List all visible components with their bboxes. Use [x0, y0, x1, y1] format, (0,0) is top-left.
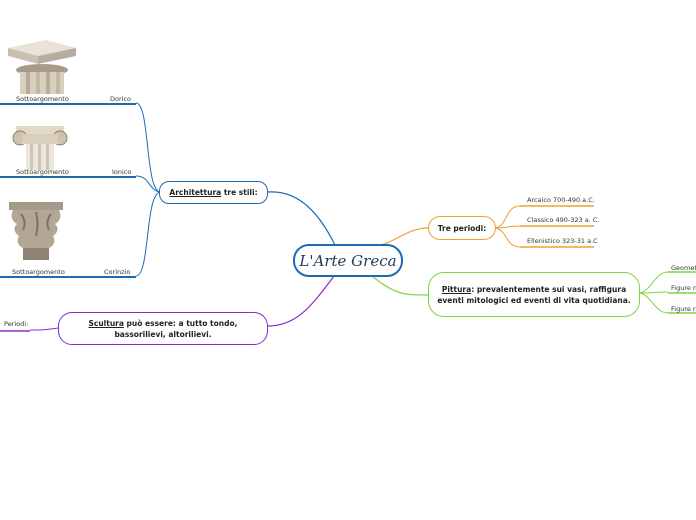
- doric-column-image: [8, 40, 76, 94]
- connector-dorico: [135, 102, 161, 193]
- node-architettura[interactable]: Architettura tre stili:: [159, 181, 268, 204]
- scultura-keyword: Scultura: [88, 318, 124, 328]
- pittura-item-geometrico[interactable]: Geometr: [671, 264, 696, 272]
- periodo-arcaico[interactable]: Arcaico 700-490 a.C.: [527, 196, 595, 204]
- architettura-text: tre stili:: [221, 188, 258, 197]
- sottoargomento-dorico[interactable]: Sottoargomento: [16, 95, 69, 103]
- connector-pittura: [371, 275, 429, 296]
- node-pittura[interactable]: Pittura: prevalentemente sui vasi, raffi…: [428, 272, 640, 317]
- sottoargomento-ionico[interactable]: Sottoargomento: [16, 168, 69, 176]
- connector-periodo-1: [494, 205, 521, 229]
- connector-scultura: [267, 274, 336, 327]
- node-scultura[interactable]: Scultura può essere: a tutto tondo, bass…: [58, 312, 268, 345]
- style-corinzio[interactable]: Corinzio: [104, 268, 131, 276]
- connector-corinzio: [135, 191, 161, 277]
- node-central[interactable]: L'Arte Greca: [293, 244, 403, 277]
- ionic-column-image: [12, 126, 68, 170]
- pittura-keyword: Pittura: [441, 284, 472, 294]
- sottoargomento-corinzio[interactable]: Sottoargomento: [12, 268, 65, 276]
- connector-periodo-2: [494, 225, 521, 229]
- style-ionico[interactable]: Ionico: [112, 168, 132, 176]
- connector-pittura-3: [639, 292, 669, 314]
- pittura-text: : prevalentemente sui vasi, raffigura ev…: [437, 284, 631, 305]
- scultura-periodi[interactable]: Periodi:: [4, 320, 29, 328]
- pittura-item-figure-nere[interactable]: Figure ne: [671, 284, 696, 292]
- periodo-classico[interactable]: Classico 490-323 a. C.: [527, 216, 600, 224]
- connector-pittura-1: [639, 271, 669, 294]
- connector-ionico: [135, 175, 161, 193]
- style-dorico[interactable]: Dorico: [110, 95, 132, 103]
- connector-pittura-2: [639, 291, 669, 294]
- connector-scultura-periodi: [29, 327, 59, 331]
- scultura-text: può essere: a tutto tondo, bassorilievi,…: [114, 318, 238, 339]
- pittura-item-figure-rosse[interactable]: Figure ro: [671, 305, 696, 313]
- periodo-ellenistico[interactable]: Ellenistico 323-31 a.C: [527, 237, 598, 245]
- architettura-keyword: Architettura: [169, 188, 222, 197]
- node-tre-periodi[interactable]: Tre periodi:: [428, 216, 496, 240]
- connector-architettura: [267, 191, 336, 246]
- central-title: L'Arte Greca: [299, 251, 397, 270]
- corinthian-column-image: [9, 202, 63, 260]
- connector-periodo-3: [494, 227, 521, 248]
